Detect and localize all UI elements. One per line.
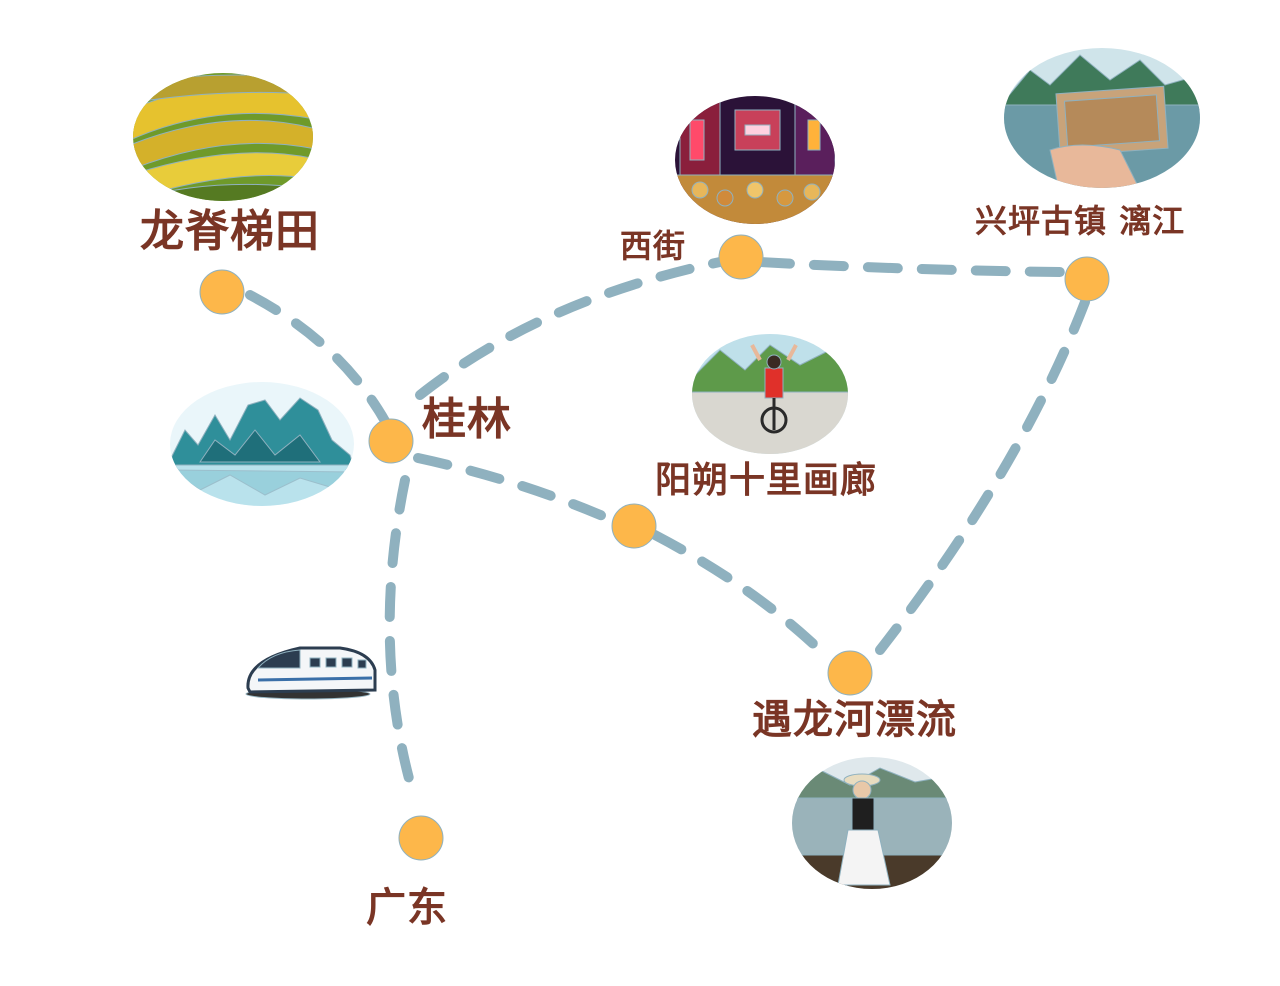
- label-west-street: 西街: [620, 227, 687, 265]
- route-xijie-xingping: [755, 257, 1065, 277]
- node-guangdong: [398, 815, 444, 861]
- cycling-road-photo: [692, 334, 848, 454]
- node-guilin: [368, 418, 414, 464]
- bamboo-raft-photo: [792, 757, 952, 889]
- west-street-photo: [675, 96, 835, 224]
- label-guilin: 桂林: [422, 394, 512, 445]
- route-guilin-guangdong: [384, 475, 420, 805]
- rice-terraces-photo: [133, 73, 313, 201]
- route-guilin-shilihualang: [413, 453, 617, 525]
- node-xingping: [1064, 256, 1110, 302]
- high-speed-train-icon: [245, 646, 377, 700]
- label-longji-terraces: 龙脊梯田: [140, 206, 320, 257]
- label-yulong-river-rafting: 遇龙河漂流: [752, 697, 957, 743]
- xingping-li-river-photo: [1004, 48, 1200, 188]
- node-shilihualang: [611, 503, 657, 549]
- route-longji-guilin: [245, 290, 395, 435]
- node-xijie: [718, 234, 764, 280]
- label-shilihualang: 阳朔十里画廊: [655, 460, 878, 501]
- label-guangdong: 广东: [366, 885, 448, 931]
- node-yulonghe: [827, 650, 873, 696]
- route-xingping-yulonghe: [875, 297, 1090, 655]
- node-longji: [199, 269, 245, 315]
- label-xingping-li-river: 兴坪古镇 漓江: [975, 202, 1186, 240]
- route-shilihualang-yulonghe: [650, 530, 835, 665]
- route-guilin-xijie: [415, 257, 725, 400]
- karst-mountains-photo: [170, 382, 354, 506]
